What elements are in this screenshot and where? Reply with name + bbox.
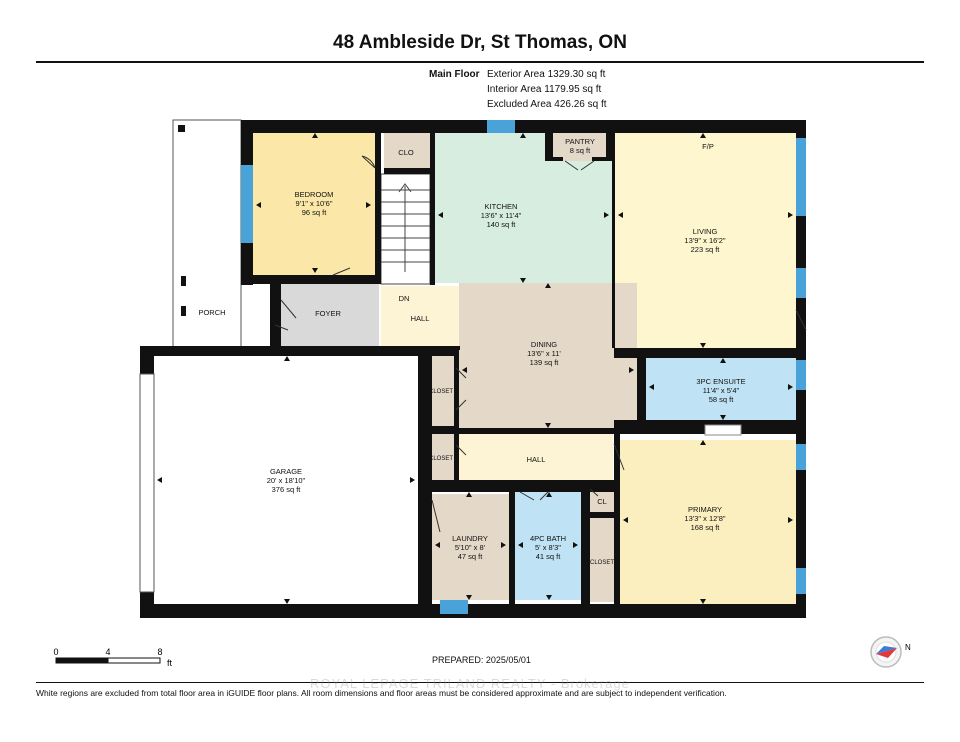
garage-name: GARAGE: [270, 467, 302, 476]
bath-fill: [515, 492, 581, 600]
laundry-dims: 5'10" x 8': [455, 543, 486, 552]
ensuite-name: 3PC ENSUITE: [696, 377, 745, 386]
closet-upper-fill: [428, 356, 456, 426]
watermark: ROYAL LEPAGE TRILAND REALTY - Brokerage: [310, 676, 630, 691]
dining-fill: [459, 283, 637, 429]
garage-fill: [154, 356, 418, 606]
scale-tick-4: 4: [105, 647, 110, 657]
primary-fill: [620, 440, 796, 604]
garage-area: 376 sq ft: [272, 485, 302, 494]
ensuite-area: 58 sq ft: [709, 395, 735, 404]
pantry-name: PANTRY: [565, 137, 595, 146]
laundry-area: 47 sq ft: [458, 552, 484, 561]
interior-area: Interior Area 1179.95 sq ft: [487, 84, 602, 95]
porch-name: PORCH: [198, 308, 225, 317]
kitchen-dims: 13'6" x 11'4": [481, 211, 522, 220]
kitchen-area: 140 sq ft: [487, 220, 517, 229]
bedroom-fill: [253, 133, 375, 275]
pantry-fill: [553, 133, 609, 161]
bath-dims: 5' x 8'3": [535, 543, 561, 552]
primary-dims: 13'3" x 12'8": [684, 514, 725, 523]
exterior-area: Exterior Area 1329.30 sq ft: [487, 69, 606, 80]
door-swings: [274, 155, 807, 533]
living-fp: F/P: [702, 142, 714, 151]
scale-tick-0: 0: [53, 647, 58, 657]
closet-lower-name: CLOSET: [590, 560, 614, 566]
dining-dims: 13'6" x 11': [527, 349, 561, 358]
dimension-arrows: [157, 133, 793, 604]
clo-name: CLO: [398, 148, 414, 157]
clo-fill: [384, 133, 430, 171]
laundry-fill: [432, 494, 509, 600]
dining-name: DINING: [531, 340, 557, 349]
hall-lower-name: HALL: [527, 455, 546, 464]
kitchen-name: KITCHEN: [485, 202, 518, 211]
living-area: 223 sq ft: [691, 245, 721, 254]
floor-label: Main Floor: [429, 69, 480, 80]
ensuite-dims: 11'4" x 5'4": [703, 386, 740, 395]
hall-lower-fill: [458, 433, 613, 485]
porch-area: [172, 119, 242, 351]
living-fill: [614, 133, 796, 348]
bedroom-name: BEDROOM: [295, 190, 334, 199]
living-dims: 13'9" x 16'2": [684, 236, 725, 245]
scale-unit: ft: [167, 658, 173, 668]
pantry-area: 8 sq ft: [570, 146, 591, 155]
living-name: LIVING: [693, 227, 718, 236]
scale-bar: 0 4 8 ft: [53, 647, 172, 668]
compass-north-label: N: [905, 643, 911, 652]
cl-name: CL: [597, 497, 607, 506]
laundry-name: LAUNDRY: [452, 534, 488, 543]
windows: [241, 120, 806, 614]
foyer-fill: [281, 284, 379, 346]
scale-tick-8: 8: [157, 647, 162, 657]
compass-icon: N: [870, 636, 911, 668]
closet-upper-name: CLOSET: [429, 389, 453, 395]
prepared-date: PREPARED: 2025/05/01: [432, 655, 531, 665]
bath-area: 41 sq ft: [536, 552, 562, 561]
foyer-name: FOYER: [315, 309, 341, 318]
disclaimer: White regions are excluded from total fl…: [36, 688, 727, 698]
primary-name: PRIMARY: [688, 505, 722, 514]
hall-upper-name: HALL: [411, 314, 430, 323]
title-divider: [36, 61, 924, 63]
garage-door: [139, 373, 155, 593]
bedroom-dims: 9'1" x 10'6": [296, 199, 333, 208]
primary-area: 168 sq ft: [691, 523, 721, 532]
ensuite-fill: [646, 358, 796, 420]
hall-upper-fill: [381, 286, 459, 346]
closet-mid-fill: [428, 434, 456, 482]
hall-upper-dn: DN: [399, 294, 410, 303]
area-summary: Main Floor Exterior Area 1329.30 sq ft In…: [429, 67, 607, 112]
bath-name: 4PC BATH: [530, 534, 566, 543]
dining-area: 139 sq ft: [530, 358, 560, 367]
page-title: 48 Ambleside Dr, St Thomas, ON: [333, 32, 627, 53]
excluded-area: Excluded Area 426.26 sq ft: [487, 99, 607, 110]
bedroom-area: 96 sq ft: [302, 208, 328, 217]
closet-mid-name: CLOSET: [429, 456, 453, 462]
footer-divider: [36, 682, 924, 683]
closet-lower-fill: [590, 518, 614, 602]
garage-dims: 20' x 18'10": [267, 476, 306, 485]
